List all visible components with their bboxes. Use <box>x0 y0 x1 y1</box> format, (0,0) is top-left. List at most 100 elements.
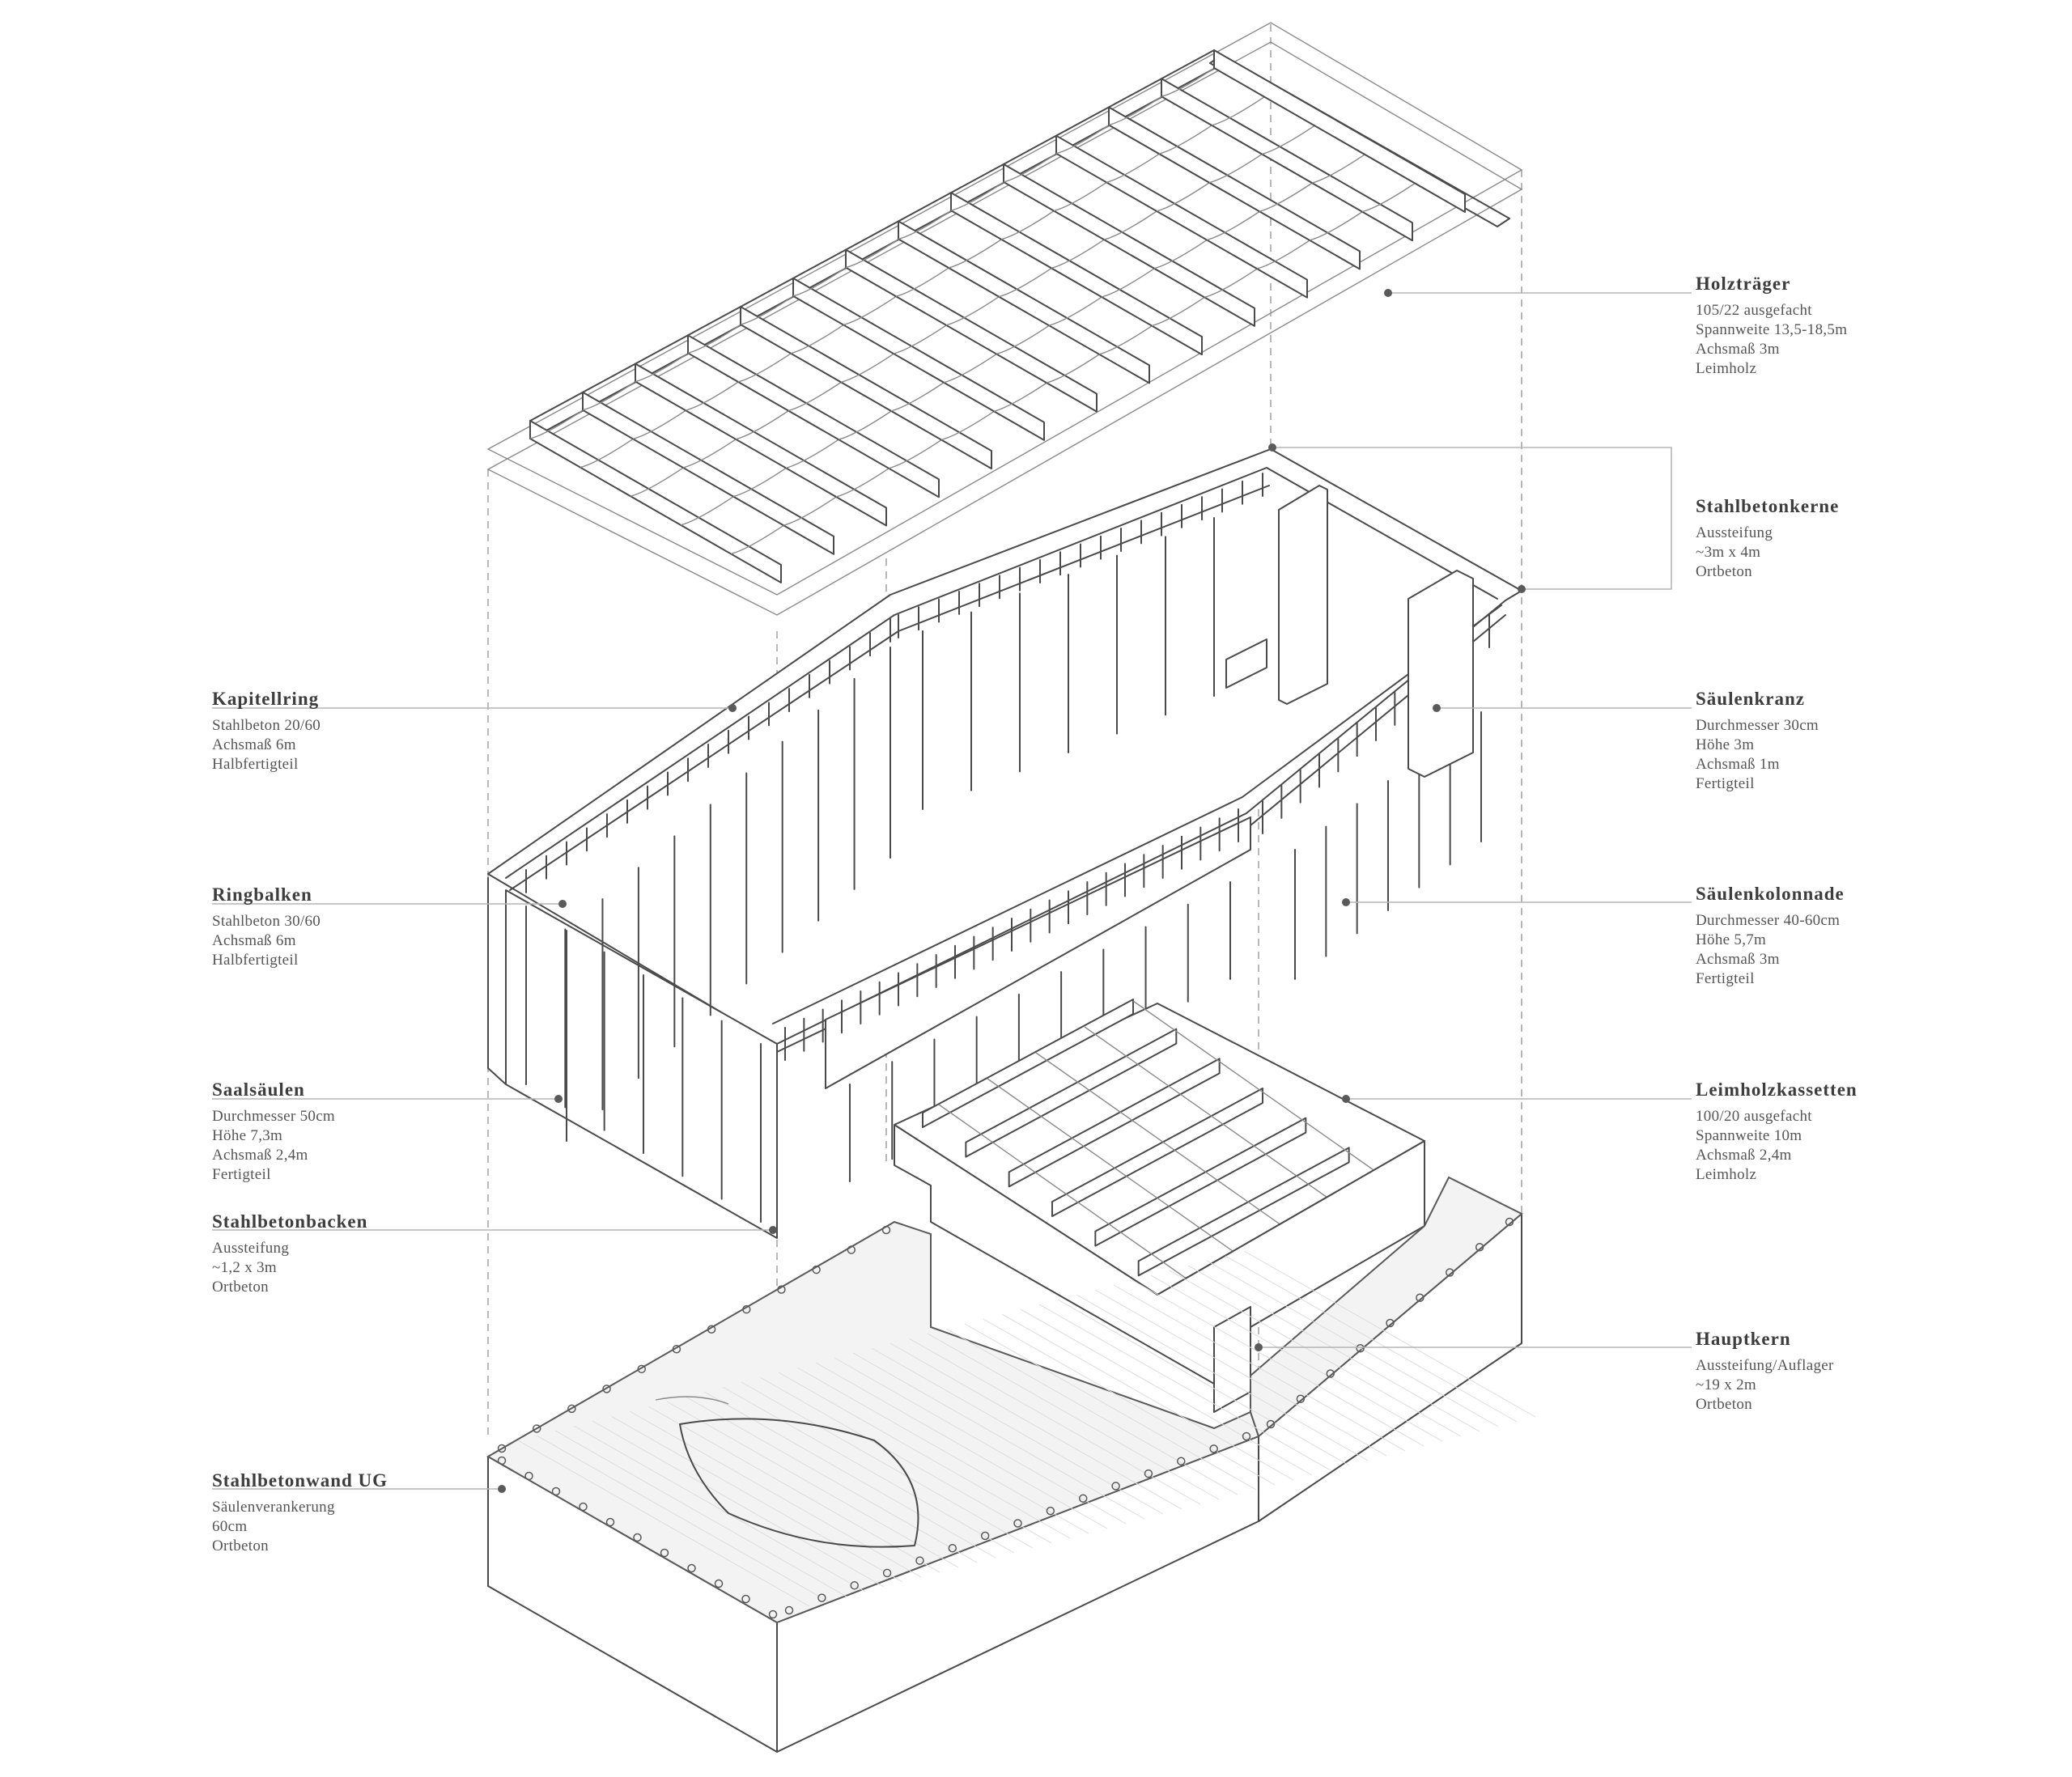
anchor-point <box>633 1533 642 1542</box>
anchor-point <box>1242 1431 1251 1441</box>
glulam-cross-rib <box>1035 1052 1296 1236</box>
anchor-point <box>1505 1217 1514 1227</box>
roof-beam <box>1108 106 1361 270</box>
annotation-line: Fertigteil <box>1696 970 1755 987</box>
annotation-line: Aussteifung <box>212 1240 290 1257</box>
roof-coffer-arc <box>888 439 942 469</box>
anchor-point <box>660 1548 669 1558</box>
floor-hatch-line <box>685 1396 978 1563</box>
annotation-title: Leimholzkassetten <box>1696 1079 1858 1100</box>
roof-beam <box>529 420 782 583</box>
leader-dots <box>498 289 1526 1493</box>
anchor-point <box>882 1568 892 1578</box>
anchor-point <box>1177 1457 1186 1465</box>
anchor-point <box>1416 1293 1424 1302</box>
annotation-title: Kapitellring <box>212 689 320 709</box>
roof-coffer-arc <box>1103 210 1157 240</box>
roof-coffer-arc <box>1156 182 1210 212</box>
glulam-beam <box>1094 1117 1307 1247</box>
anchor-point <box>524 1471 533 1481</box>
roof-coffer-arc <box>582 381 636 411</box>
anchor-point <box>1111 1482 1120 1491</box>
annotation-line: Spannweite 13,5-18,5m <box>1696 321 1848 338</box>
roof-coffer-arc <box>898 210 952 240</box>
roof-coffer-arc <box>785 439 839 469</box>
annotation-line: Ortbeton <box>1696 563 1752 580</box>
anchor-point <box>768 1609 778 1619</box>
floor-hatch-line <box>610 1415 903 1583</box>
floor-hatch-line <box>871 1347 1164 1515</box>
annotation-title: Stahlbetonwand UG <box>212 1470 388 1491</box>
roof-coffer-arc <box>1361 183 1416 213</box>
floor-hatch-line <box>759 1376 1052 1544</box>
anchor-point <box>497 1456 507 1465</box>
roof-coffer-arc <box>790 324 844 354</box>
floor-hatch-line <box>1057 1299 1350 1466</box>
annotation-line: Ortbeton <box>212 1279 269 1296</box>
annotation-line: Fertigteil <box>1696 775 1755 792</box>
roof-timber-beams <box>486 22 1523 616</box>
roof-coffer-arc <box>788 381 842 412</box>
annotation-line: Halbfertigteil <box>212 756 299 773</box>
floor-hatch-line <box>834 1357 1127 1525</box>
annotation-line: Leimholz <box>1696 360 1757 377</box>
roof-coffer-arc <box>1259 182 1313 212</box>
annotation-line: Durchmesser 30cm <box>1696 717 1819 734</box>
roof-coffer-arc <box>950 181 1004 211</box>
roof-coffer-arc <box>783 496 837 526</box>
floor-hatch-line <box>1243 1250 1536 1418</box>
anchor-point <box>1078 1494 1088 1503</box>
roof-coffer-arc <box>1048 296 1102 326</box>
roof-beam <box>582 391 834 555</box>
anchor-point <box>567 1404 576 1414</box>
glulam-coffers <box>894 999 1425 1413</box>
roof-coffer-arc <box>529 409 584 439</box>
roof-coffer-arc <box>1311 154 1365 184</box>
floor-hatch-line <box>1020 1308 1313 1476</box>
roof-coffer-arc <box>732 467 787 498</box>
annotation-line: Achsmaß 6m <box>212 736 296 753</box>
floor-hatch-line <box>1113 1284 1406 1452</box>
roof-coffer-arc <box>840 353 894 383</box>
roof-coffer-arc <box>1158 125 1212 155</box>
roof-coffer-arc <box>1208 154 1263 184</box>
roof-coffer-arc <box>630 467 684 497</box>
roof-coffer-arc <box>1309 211 1363 241</box>
roof-coffer-arc <box>1108 95 1162 126</box>
annotation-line: 60cm <box>212 1518 248 1535</box>
roof-beam <box>687 334 940 498</box>
roof-coffer-arc <box>1161 67 1215 97</box>
roof-coffer-arc <box>580 439 634 469</box>
floor-hatch-line <box>778 1372 1071 1539</box>
annotation-title: Stahlbetonkerne <box>1696 496 1840 516</box>
anchor-point <box>707 1325 716 1334</box>
roof-coffer-arc <box>943 354 997 384</box>
anchor-point <box>1013 1519 1022 1528</box>
annotation-ringbalken: Ringbalken Stahlbeton 30/60 Achsmaß 6m H… <box>212 884 321 970</box>
roof-coffer-arc <box>945 296 1000 326</box>
anchor-point <box>850 1581 859 1590</box>
roof-coffer-arc <box>940 410 995 441</box>
annotation-line: 105/22 ausgefacht <box>1696 302 1812 319</box>
anchor-point <box>532 1424 541 1433</box>
roof-coffer-arc <box>685 381 739 411</box>
glulam-beam <box>1008 1058 1221 1188</box>
floor-hatch-line <box>983 1318 1276 1486</box>
annotation-line: Durchmesser 50cm <box>212 1108 336 1125</box>
annotation-line: Achsmaß 6m <box>212 932 296 949</box>
floor-hatch-line <box>517 1440 810 1607</box>
floor-hatch-line <box>1038 1304 1331 1471</box>
roof-beam <box>898 220 1150 384</box>
roof-coffer-arc <box>996 324 1050 355</box>
anchor-point <box>817 1593 826 1602</box>
annotation-line: ~19 x 2m <box>1696 1376 1756 1393</box>
roof-beam <box>1213 49 1466 213</box>
annotation-line: Aussteifung/Auflager <box>1696 1357 1834 1374</box>
annotation-line: Säulenverankerung <box>212 1499 335 1516</box>
floor-hatch-line <box>890 1342 1182 1510</box>
anchor-point <box>742 1304 751 1314</box>
annotation-line: Stahlbeton 30/60 <box>212 913 321 930</box>
annotation-line: Höhe 5,7m <box>1696 931 1767 948</box>
anchor-point <box>1446 1268 1454 1277</box>
glulam-cross-rib <box>1084 1026 1344 1210</box>
